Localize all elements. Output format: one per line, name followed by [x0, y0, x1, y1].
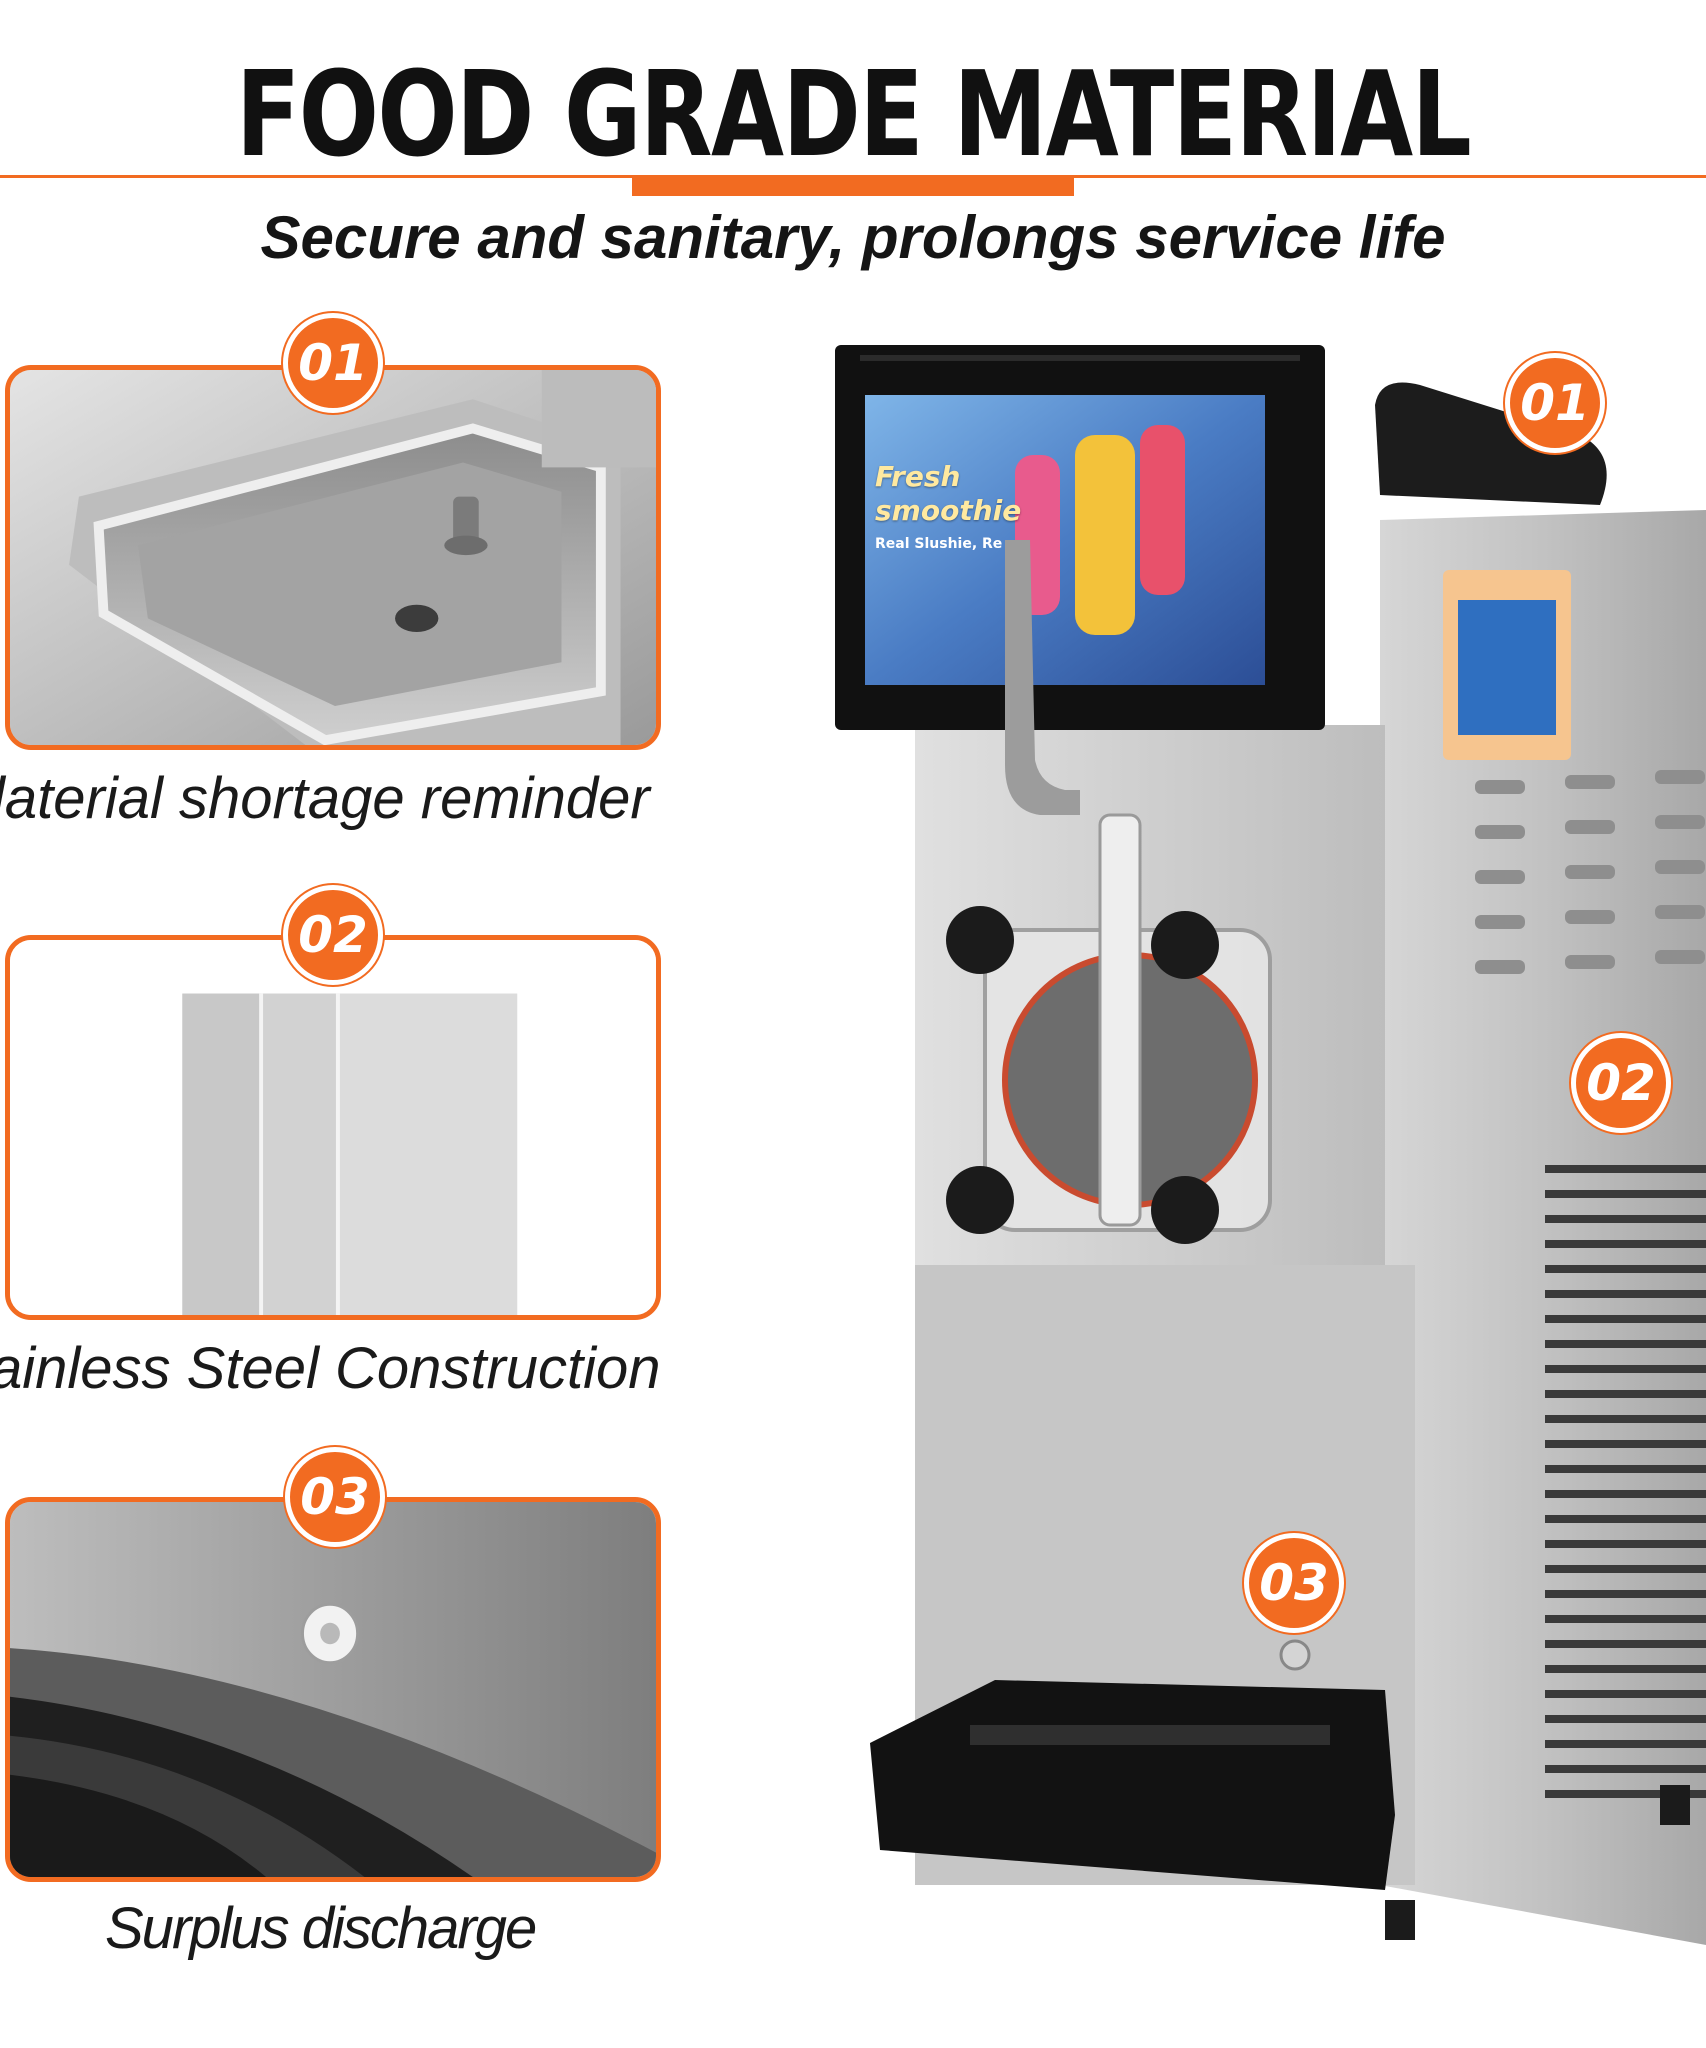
feature-badge-03: 03: [285, 1447, 385, 1547]
screen-headline-2: smoothie: [875, 494, 1022, 527]
feature-badge-01: 01: [283, 313, 383, 413]
page-title: FOOD GRADE MATERIAL: [235, 45, 1472, 183]
machine-callout-03: 03: [1244, 1533, 1344, 1633]
feature-image-stainless-panel: [5, 935, 661, 1320]
feature-image-hopper: [5, 365, 661, 750]
slushie-machine-image: Fresh smoothie Real Slushie, Re: [820, 345, 1706, 1945]
page-subtitle: Secure and sanitary, prolongs service li…: [260, 204, 1446, 271]
feature-caption-03: Surplus discharge: [105, 1896, 537, 1961]
screen-subline: Real Slushie, Re: [875, 536, 1003, 552]
feature-image-discharge: [5, 1497, 661, 1882]
feature-badge-02: 02: [283, 885, 383, 985]
screen-headline-1: Fresh: [875, 460, 961, 493]
machine-callout-01: 01: [1505, 353, 1605, 453]
machine-callout-02: 02: [1571, 1033, 1671, 1133]
title-divider: [0, 175, 1706, 178]
feature-caption-01: laterial shortage reminder: [0, 766, 650, 831]
feature-caption-02: ainless Steel Construction: [0, 1336, 661, 1401]
title-divider-accent: [632, 178, 1074, 196]
